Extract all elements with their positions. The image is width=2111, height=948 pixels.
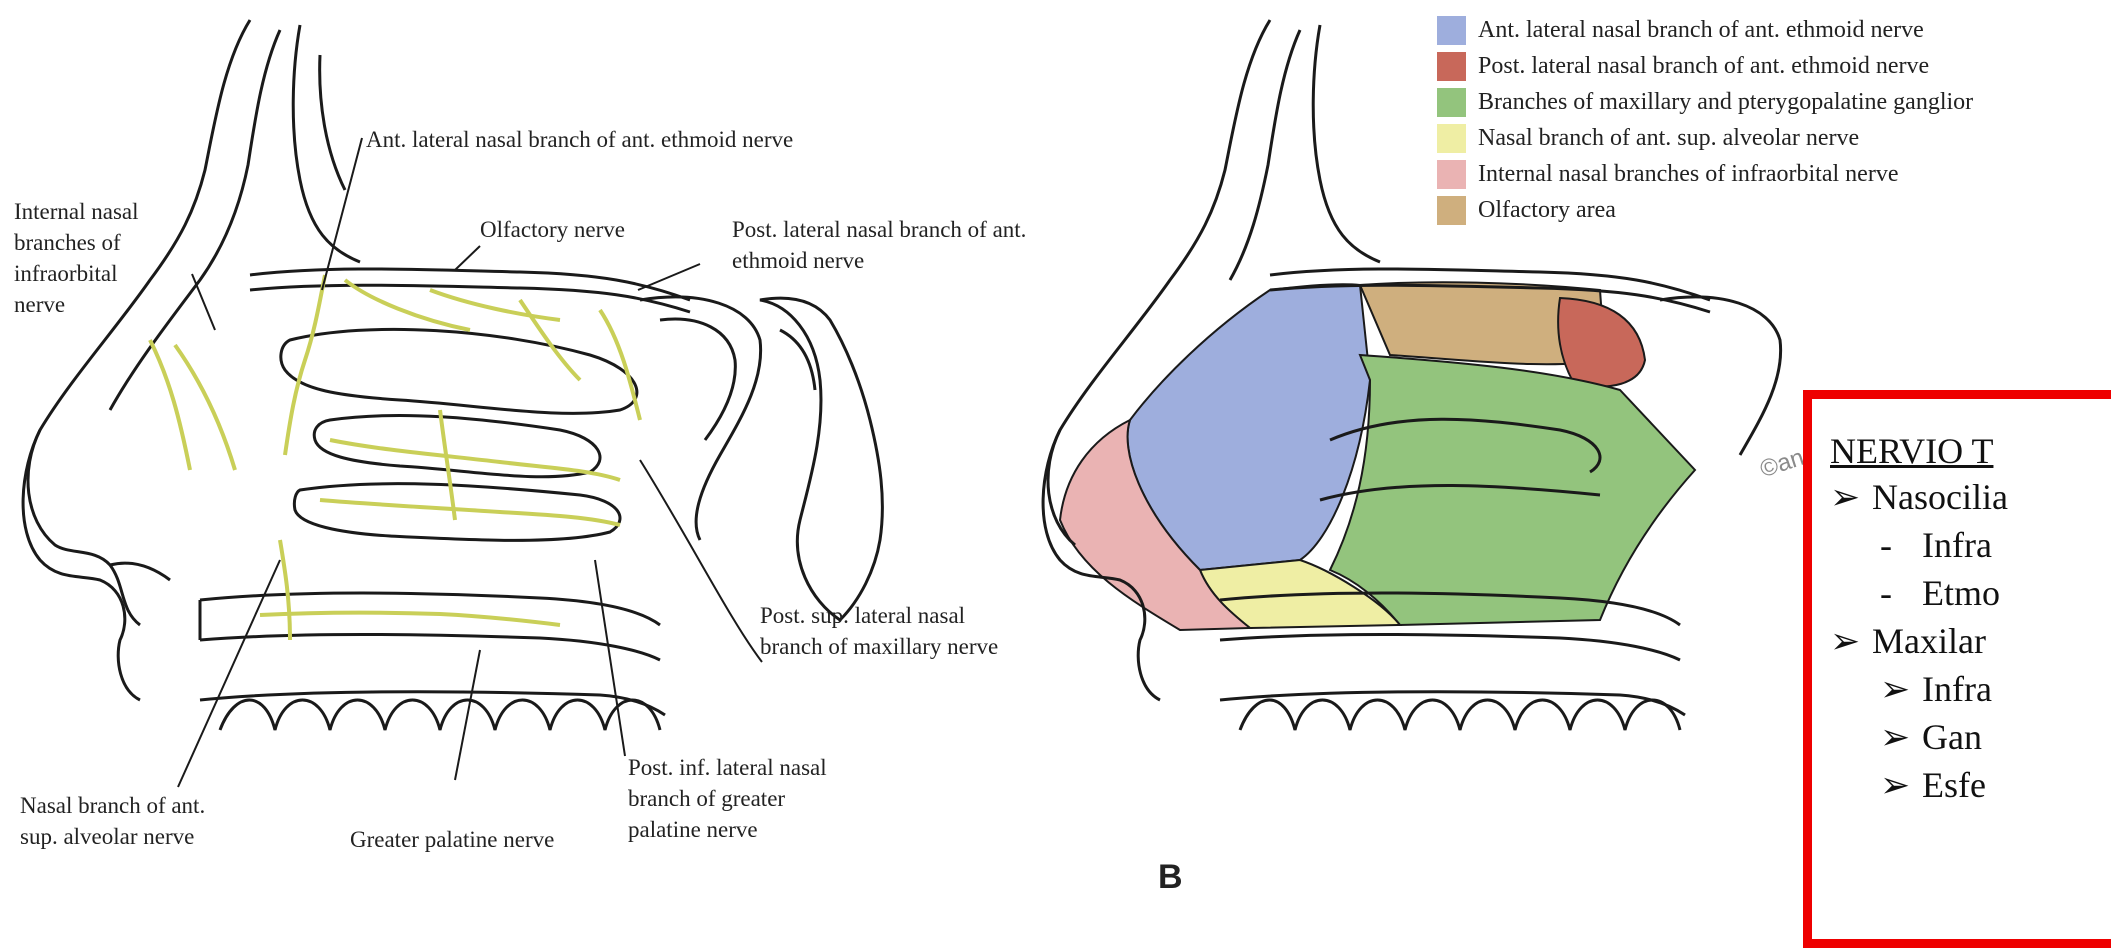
panel-letter: B (1158, 858, 1183, 897)
box-title: NERVIO T (1830, 429, 1993, 473)
legend-swatch (1437, 52, 1466, 81)
legend-label: Branches of maxillary and pterygopalatin… (1478, 89, 1973, 116)
red-annotation-box: NERVIO T ➢Nasocilia -Infra -Etmo ➢Maxila… (1803, 390, 2111, 948)
region-maxillary (1330, 355, 1695, 625)
box-subitem: -Infra (1880, 523, 1992, 567)
legend-item: Branches of maxillary and pterygopalatin… (1437, 84, 1973, 120)
arrow-bullet-icon: ➢ (1830, 475, 1872, 519)
box-item-text: Maxilar (1872, 621, 1986, 661)
label-post-lateral-nasal-branch: Post. lateral nasal branch of ant. ethmo… (732, 214, 1062, 276)
legend-swatch (1437, 88, 1466, 117)
arrow-bullet-icon: ➢ (1880, 763, 1922, 807)
box-item-nasociliar: ➢Nasocilia (1830, 475, 2008, 519)
dash-bullet: - (1880, 571, 1922, 615)
box-item-text: Infra (1922, 669, 1992, 709)
legend-label: Ant. lateral nasal branch of ant. ethmoi… (1478, 17, 1924, 44)
left-leader-lines (178, 138, 762, 787)
dash-bullet: - (1880, 523, 1922, 567)
legend-swatch (1437, 196, 1466, 225)
label-internal-nasal-branches: Internal nasal branches of infraorbital … (14, 196, 154, 320)
box-item-text: Nasocilia (1872, 477, 2008, 517)
legend-swatch (1437, 124, 1466, 153)
label-greater-palatine-nerve: Greater palatine nerve (350, 824, 570, 855)
legend-label: Nasal branch of ant. sup. alveolar nerve (1478, 125, 1859, 152)
legend-label: Olfactory area (1478, 197, 1616, 224)
color-legend: Ant. lateral nasal branch of ant. ethmoi… (1437, 12, 1973, 228)
box-subitem: ➢Infra (1880, 667, 1992, 711)
legend-swatch (1437, 160, 1466, 189)
arrow-bullet-icon: ➢ (1880, 715, 1922, 759)
box-item-maxilar: ➢Maxilar (1830, 619, 1986, 663)
label-olfactory-nerve: Olfactory nerve (480, 214, 625, 245)
label-ant-lateral-nasal-branch: Ant. lateral nasal branch of ant. ethmoi… (366, 124, 793, 155)
label-post-inf-lateral-nasal-branch: Post. inf. lateral nasal branch of great… (628, 752, 848, 845)
legend-item: Nasal branch of ant. sup. alveolar nerve (1437, 120, 1973, 156)
legend-item: Internal nasal branches of infraorbital … (1437, 156, 1973, 192)
legend-label: Post. lateral nasal branch of ant. ethmo… (1478, 53, 1929, 80)
arrow-bullet-icon: ➢ (1830, 619, 1872, 663)
box-subitem: ➢Gan (1880, 715, 1982, 759)
box-subitem: -Etmo (1880, 571, 2000, 615)
legend-item: Post. lateral nasal branch of ant. ethmo… (1437, 48, 1973, 84)
label-post-sup-lateral-nasal-branch: Post. sup. lateral nasal branch of maxil… (760, 600, 1000, 662)
box-subitem: ➢Esfe (1880, 763, 1986, 807)
legend-label: Internal nasal branches of infraorbital … (1478, 161, 1898, 188)
box-item-text: Esfe (1922, 765, 1986, 805)
legend-item: Olfactory area (1437, 192, 1973, 228)
arrow-bullet-icon: ➢ (1880, 667, 1922, 711)
box-item-text: Infra (1922, 525, 1992, 565)
region-post-lateral (1558, 298, 1645, 387)
box-item-text: Etmo (1922, 573, 2000, 613)
label-nasal-branch-ant-sup-alveolar: Nasal branch of ant. sup. alveolar nerve (20, 790, 220, 852)
legend-item: Ant. lateral nasal branch of ant. ethmoi… (1437, 12, 1973, 48)
box-item-text: Gan (1922, 717, 1982, 757)
legend-swatch (1437, 16, 1466, 45)
